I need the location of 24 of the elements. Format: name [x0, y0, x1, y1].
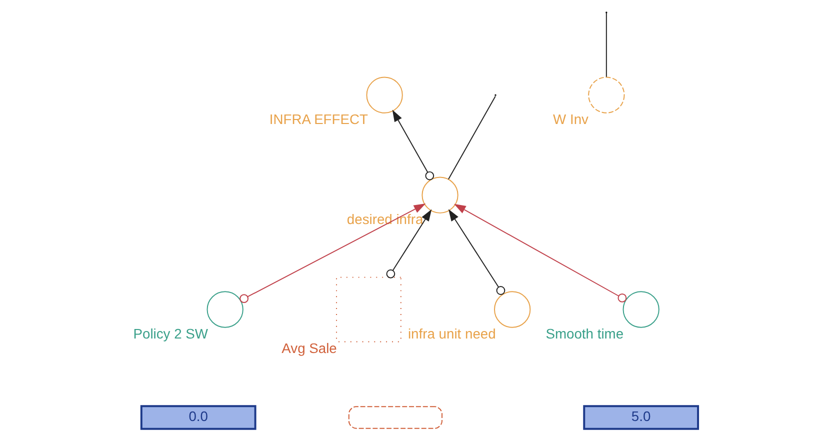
node-box: 5.0 [582, 405, 699, 430]
node-circle [421, 176, 458, 214]
node-label: Smooth time [545, 325, 624, 342]
arrow [453, 204, 626, 302]
arrow [239, 204, 426, 304]
node-box [336, 276, 401, 342]
node-label: desired infra [346, 211, 423, 228]
node-box: 0.0 [140, 405, 256, 430]
node-label: Avg Sale [281, 340, 336, 356]
node-label: Policy 2 SW [132, 325, 208, 342]
connector [605, 12, 606, 78]
arrow [392, 110, 434, 180]
node-label: infra unit need [407, 325, 496, 342]
arrow [448, 209, 505, 295]
node-circle [622, 291, 659, 328]
node-label: INFRA EFFECT [268, 110, 368, 127]
node-circle [494, 291, 530, 328]
connector [447, 96, 496, 180]
node-box [348, 406, 442, 429]
node-circle [206, 291, 243, 328]
arrow [386, 209, 432, 278]
node-label: W Inv [552, 110, 588, 127]
node-circle [366, 76, 402, 114]
node-circle [588, 76, 624, 114]
